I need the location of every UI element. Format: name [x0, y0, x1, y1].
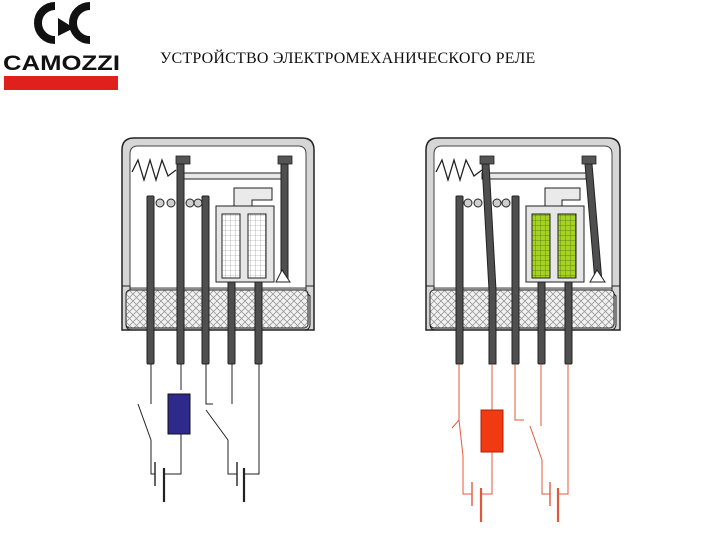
camozzi-logo-notch — [58, 18, 74, 36]
electromagnet-core — [215, 187, 291, 283]
relay-off — [121, 137, 315, 502]
circuit-schematic — [137, 364, 260, 475]
brand-name: CAMOZZI — [3, 52, 120, 75]
brand-underline — [4, 76, 118, 90]
battery-symbol — [549, 482, 560, 522]
electromagnet-core — [525, 187, 606, 283]
coil-symbol-off — [167, 393, 191, 435]
camozzi-logo-mark — [34, 2, 91, 44]
battery-symbol — [471, 482, 483, 522]
battery-symbol — [236, 462, 246, 502]
coil-winding-left — [531, 213, 551, 279]
return-spring — [435, 157, 483, 183]
relay-pins — [455, 163, 603, 365]
coil-winding-right — [557, 213, 577, 279]
camozzi-logo: CAMOZZI — [3, 2, 120, 90]
circuit-schematic — [451, 364, 569, 495]
relay-on — [425, 137, 621, 522]
contact-points — [463, 198, 511, 208]
page-title: УСТРОЙСТВО ЭЛЕКТРОМЕХАНИЧЕСКОГО РЕЛЕ — [160, 50, 536, 67]
contact-points — [155, 198, 203, 208]
return-spring — [131, 157, 177, 183]
coil-winding-left — [221, 213, 241, 279]
coil-symbol-on — [480, 409, 504, 453]
coil-winding-right — [247, 213, 267, 279]
battery-symbol — [154, 462, 166, 502]
